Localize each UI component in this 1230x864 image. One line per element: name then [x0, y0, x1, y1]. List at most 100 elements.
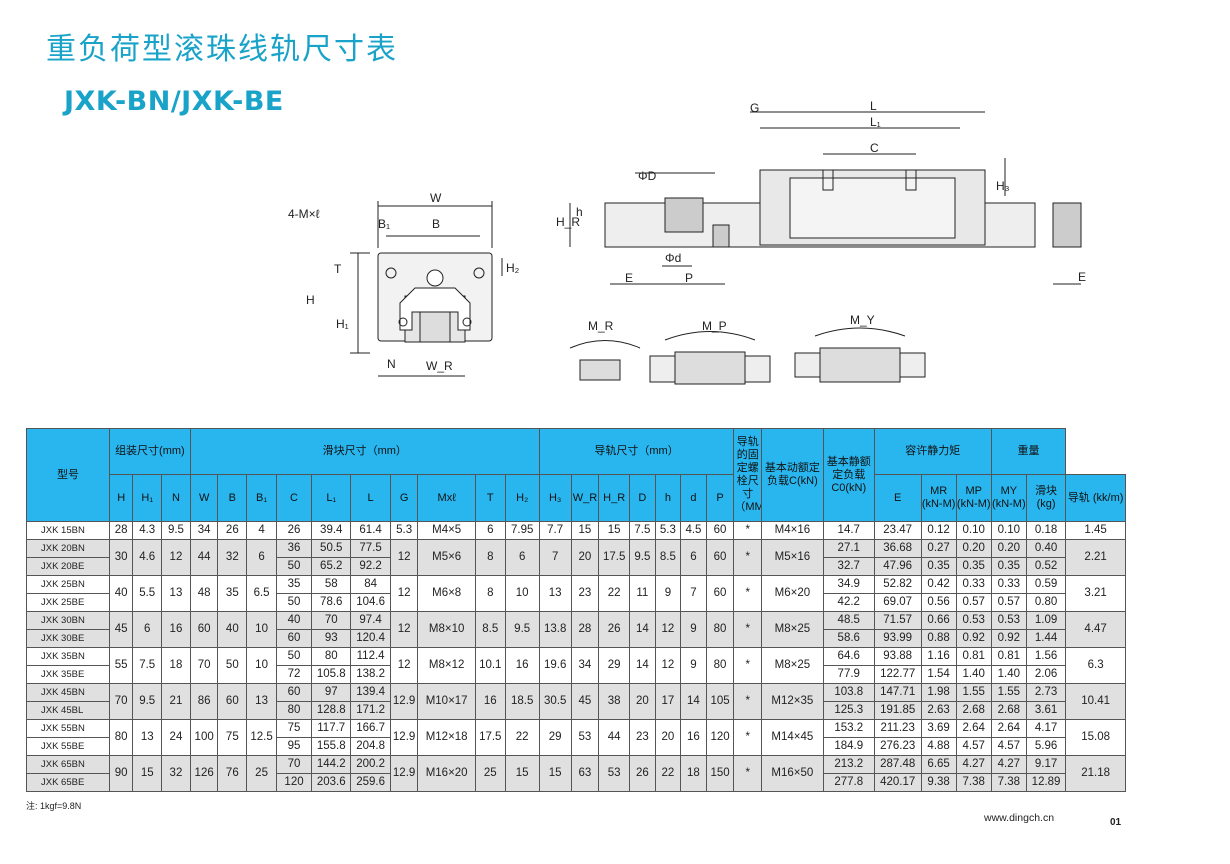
subheader-cell: B₁	[246, 474, 277, 522]
cell-h: 28	[108, 521, 134, 540]
cell-h: 45	[108, 611, 134, 648]
cell-dyn: 103.8	[822, 683, 875, 702]
subheader-cell: L₁	[311, 474, 352, 522]
cell-wr: 53	[570, 719, 600, 756]
unit-note: 注: 1kgf=9.8N	[26, 801, 82, 811]
subheader-cell: D	[629, 474, 656, 522]
cell-t: 8.5	[474, 611, 506, 648]
cell-b1: 6.5	[246, 575, 277, 612]
cell-w: 86	[189, 683, 219, 720]
website[interactable]: www.dingch.cn	[984, 812, 1055, 824]
dim-label: H_R	[556, 215, 580, 229]
cell-w: 70	[189, 647, 219, 684]
cell-d: 6	[680, 539, 707, 576]
cell-mp: 0.57	[955, 593, 992, 612]
cell-h: 12	[654, 647, 682, 684]
subheader-cell: H_R	[598, 474, 631, 522]
cell-d: 26	[629, 755, 656, 792]
cell-e: *	[733, 683, 763, 720]
cell-wb: 1.44	[1025, 629, 1067, 648]
cell-wb: 2.73	[1025, 683, 1067, 702]
cell-h: 55	[108, 647, 134, 684]
cell-b: 40	[217, 611, 248, 648]
cell-mp: 0.53	[955, 611, 992, 630]
subheader-cell: d	[680, 474, 707, 522]
cell-c: 50	[275, 557, 313, 576]
cell-n: 18	[161, 647, 191, 684]
cell-mp: 7.38	[955, 773, 992, 792]
cell-g: 12.9	[389, 683, 419, 720]
cell-t: 25	[474, 755, 506, 792]
cell-h2: 6	[504, 539, 540, 576]
cell-h3: 19.6	[538, 647, 572, 684]
header-dynamic-load: 基本动额定负载C(kN)	[761, 428, 824, 522]
cell-m: M16×20	[417, 755, 476, 792]
cell-my: 0.92	[990, 629, 1027, 648]
cell-m: M12×18	[417, 719, 476, 756]
cell-stat: 71.57	[873, 611, 922, 630]
cell-wr: 63	[570, 755, 600, 792]
cell-wb: 1.09	[1025, 611, 1067, 630]
cell-stat: 52.82	[873, 575, 922, 594]
cell-t: 16	[474, 683, 506, 720]
cell-c: 40	[275, 611, 313, 630]
cell-h: 22	[654, 755, 682, 792]
cell-d: 14	[629, 647, 656, 684]
cell-stat: 93.99	[873, 629, 922, 648]
cell-rail-weight: 15.08	[1065, 719, 1126, 756]
dim-label: B	[432, 217, 440, 231]
cell-h: 5.3	[654, 521, 682, 540]
cell-t: 17.5	[474, 719, 506, 756]
cell-w: 44	[189, 539, 219, 576]
cell-mp: 0.92	[955, 629, 992, 648]
cell-stat: 93.88	[873, 647, 922, 666]
cell-h3: 30.5	[538, 683, 572, 720]
cell-g: 12	[389, 575, 419, 612]
dim-label: H₃	[996, 179, 1010, 193]
cell-wr: 28	[570, 611, 600, 648]
cell-mr: 0.27	[920, 539, 957, 558]
cell-p: 80	[705, 647, 735, 684]
cell-hr: 38	[598, 683, 631, 720]
cell-b1: 10	[246, 647, 277, 684]
cell-rail-weight: 2.21	[1065, 539, 1126, 576]
cell-e: *	[733, 539, 763, 576]
model-cell: JXK 30BE	[26, 629, 110, 648]
cell-wb: 0.52	[1025, 557, 1067, 576]
cell-dyn: 213.2	[822, 755, 875, 774]
cell-h: 70	[108, 683, 134, 720]
cell-wr: 34	[570, 647, 600, 684]
cell-d: 14	[629, 611, 656, 648]
cell-l1: 105.8	[311, 665, 352, 684]
cell-h3: 7	[538, 539, 572, 576]
header-weight: 重量	[990, 428, 1067, 475]
cell-p: 80	[705, 611, 735, 648]
cell-l: 166.7	[350, 719, 391, 738]
subheader-cell: W	[189, 474, 219, 522]
cell-n: 12	[161, 539, 191, 576]
cell-w: 60	[189, 611, 219, 648]
cell-l1: 203.6	[311, 773, 352, 792]
cell-bolt: M4×16	[761, 521, 824, 540]
cell-rail-weight: 4.47	[1065, 611, 1126, 648]
cell-n: 9.5	[161, 521, 191, 540]
cell-my: 0.53	[990, 611, 1027, 630]
cell-mr: 0.42	[920, 575, 957, 594]
cell-e: *	[733, 611, 763, 648]
cell-h1: 13	[132, 719, 163, 756]
cell-stat: 420.17	[873, 773, 922, 792]
cell-h: 8.5	[654, 539, 682, 576]
dim-label: N	[387, 357, 396, 371]
cell-h3: 13.8	[538, 611, 572, 648]
cell-mp: 4.27	[955, 755, 992, 774]
header-block: 滑块尺寸（mm）	[189, 428, 540, 475]
header-assembly: 组装尺寸(mm)	[108, 428, 191, 475]
cell-b: 26	[217, 521, 248, 540]
cell-h: 17	[654, 683, 682, 720]
cell-d: 20	[629, 683, 656, 720]
header-rail: 导轨尺寸（mm）	[538, 428, 735, 475]
cell-n: 32	[161, 755, 191, 792]
cell-h: 30	[108, 539, 134, 576]
